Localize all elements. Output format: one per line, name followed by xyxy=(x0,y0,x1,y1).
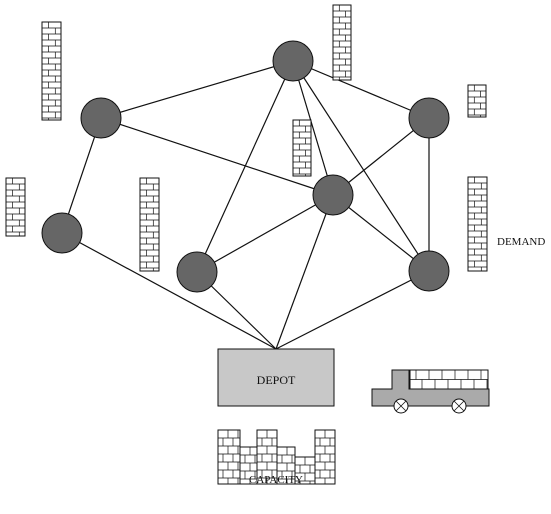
edge-C-E xyxy=(332,117,430,196)
customer-nodes xyxy=(41,40,450,293)
capacity-label: CAPACITY xyxy=(249,474,303,486)
edge-E-DEPOT xyxy=(275,194,334,350)
edge-E-F xyxy=(196,194,334,273)
truck-wheel-rear xyxy=(451,398,467,414)
demand-stack xyxy=(467,84,487,118)
edge-G-DEPOT xyxy=(61,232,277,350)
edge-B-E xyxy=(292,60,334,196)
edge-B-F xyxy=(196,60,294,273)
capacity-bricks xyxy=(217,429,336,485)
truck-cargo xyxy=(409,369,489,390)
demand-stacks xyxy=(5,4,488,272)
edge-A-E xyxy=(100,117,334,196)
customer-node xyxy=(408,250,450,292)
truck-body xyxy=(371,369,490,407)
edge-A-B xyxy=(100,60,294,119)
depot: DEPOT xyxy=(217,348,335,407)
demand-stack xyxy=(139,177,160,272)
customer-node xyxy=(176,251,218,293)
depot-box xyxy=(217,348,335,407)
customer-node xyxy=(408,97,450,139)
edge-B-D xyxy=(292,60,430,272)
customer-node xyxy=(41,212,83,254)
customer-node xyxy=(80,97,122,139)
edge-B-C xyxy=(292,60,430,119)
demand-stack xyxy=(332,4,352,81)
customer-node xyxy=(312,174,354,216)
demand-stack xyxy=(41,21,62,121)
truck-wheel-front xyxy=(393,398,409,414)
truck-icon xyxy=(371,369,490,414)
demand-stack xyxy=(467,176,488,272)
customer-node xyxy=(272,40,314,82)
demand-label: DEMAND xyxy=(497,236,545,248)
depot-label: DEPOT xyxy=(257,373,296,387)
edges xyxy=(61,60,430,350)
demand-stack xyxy=(5,177,26,237)
edge-D-DEPOT xyxy=(275,270,430,350)
demand-stack xyxy=(292,119,312,177)
